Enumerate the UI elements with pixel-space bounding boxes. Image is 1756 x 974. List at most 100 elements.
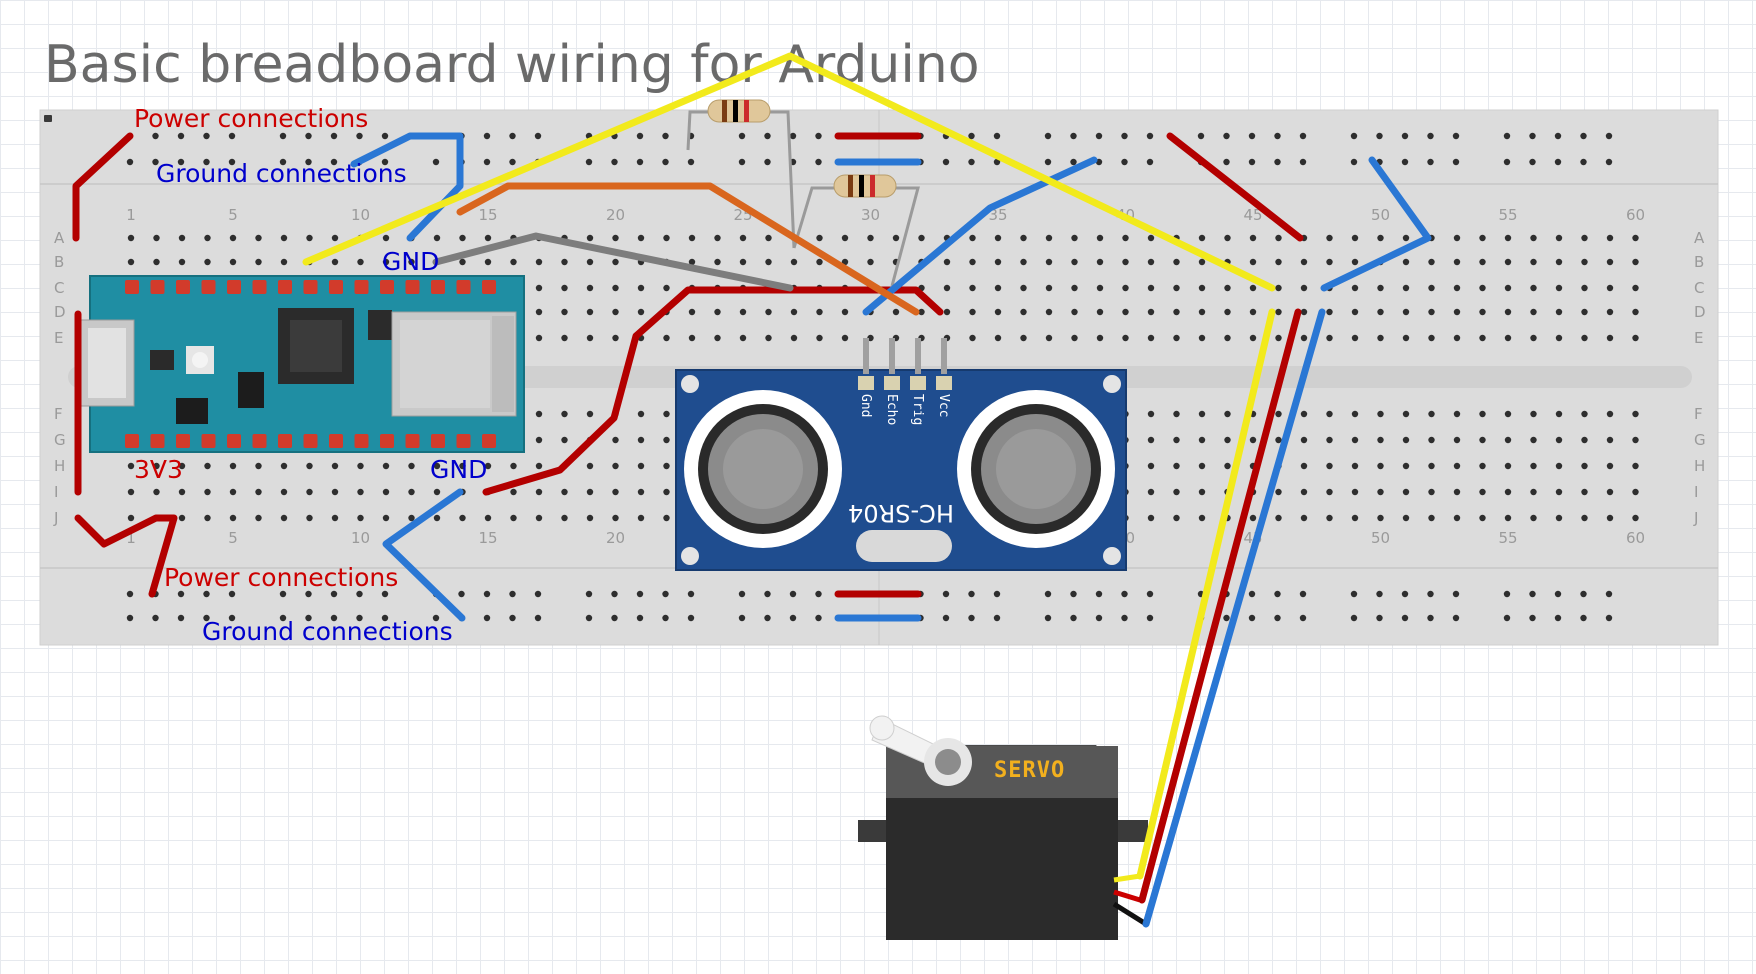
- breadboard-hole: [714, 308, 721, 316]
- breadboard-hole: [561, 284, 568, 292]
- breadboard-hole: [1275, 488, 1282, 496]
- breadboard-hole: [1173, 334, 1180, 342]
- breadboard-hole: [1300, 462, 1308, 470]
- breadboard-hole: [306, 234, 313, 242]
- breadboard-hole: [892, 234, 900, 242]
- breadboard-hole: [1198, 258, 1206, 266]
- nano-pin: [482, 434, 496, 448]
- ground-wire-right-rail: [1320, 156, 1432, 292]
- rail-hole: [1070, 614, 1077, 622]
- rail-hole: [662, 614, 669, 622]
- breadboard-hole: [1555, 334, 1563, 342]
- breadboard-hole: [1224, 462, 1231, 470]
- breadboard-hole: [484, 258, 492, 266]
- column-number: 45: [1243, 206, 1262, 224]
- row-label: I: [1694, 483, 1698, 501]
- breadboard-hole: [1326, 258, 1333, 266]
- rail-hole: [1452, 590, 1460, 598]
- breadboard-hole: [1632, 436, 1639, 444]
- breadboard-hole: [1351, 258, 1359, 266]
- breadboard-hole: [612, 308, 619, 316]
- rail-hole: [636, 158, 644, 166]
- breadboard-hole: [969, 258, 976, 266]
- breadboard-hole: [357, 462, 364, 470]
- breadboard-hole: [1224, 436, 1231, 444]
- rail-hole: [305, 132, 312, 140]
- column-number: 60: [1626, 529, 1645, 547]
- nano-bottom-pins: [125, 434, 496, 448]
- breadboard-hole: [1198, 514, 1206, 522]
- breadboard-hole: [969, 284, 976, 292]
- breadboard-hole: [1453, 410, 1461, 418]
- servo-lead-ground: [1112, 901, 1148, 927]
- rail-hole: [585, 158, 593, 166]
- sensor-pin-lead: [915, 338, 921, 374]
- breadboard-hole: [1275, 410, 1282, 418]
- breadboard-hole: [1045, 258, 1053, 266]
- sensor-pin-pad: [858, 376, 874, 390]
- breadboard-hole: [1581, 234, 1588, 242]
- breadboard-hole: [1555, 234, 1563, 242]
- rail-hole: [534, 614, 542, 622]
- row-label: B: [1694, 253, 1704, 271]
- breadboard-hole: [1249, 234, 1257, 242]
- rail-hole: [228, 590, 236, 598]
- breadboard-hole: [816, 308, 823, 316]
- breadboard-hole: [1606, 334, 1614, 342]
- rail-hole: [1044, 614, 1052, 622]
- breadboard-hole: [1453, 436, 1461, 444]
- rail-hole: [968, 132, 975, 140]
- breadboard-hole: [1020, 334, 1027, 342]
- rail-hole: [1529, 590, 1536, 598]
- breadboard-hole: [1122, 284, 1129, 292]
- breadboard-hole: [790, 258, 798, 266]
- breadboard-hole: [1581, 334, 1588, 342]
- rail-hole: [1529, 132, 1536, 140]
- breadboard-hole: [1530, 308, 1537, 316]
- breadboard-hole: [1351, 488, 1359, 496]
- servo-body: [886, 770, 1118, 940]
- trig-signal-wire: [456, 182, 920, 316]
- breadboard-hole: [229, 258, 237, 266]
- breadboard-hole: [586, 334, 594, 342]
- breadboard-hole: [535, 462, 543, 470]
- mount-hole: [681, 375, 699, 393]
- breadboard-hole: [1581, 488, 1588, 496]
- rail-hole: [1503, 132, 1511, 140]
- echo-signal-wire: [432, 232, 794, 292]
- rail-hole: [1248, 590, 1256, 598]
- breadboard-hole: [229, 234, 237, 242]
- breadboard-hole: [1453, 234, 1461, 242]
- rail-hole: [789, 614, 797, 622]
- breadboard-hole: [153, 258, 160, 266]
- rail-hole: [1299, 614, 1307, 622]
- breadboard-hole: [306, 462, 313, 470]
- breadboard-hole: [1351, 284, 1359, 292]
- rail-hole: [458, 590, 465, 598]
- sensor-pin-lead: [889, 338, 895, 374]
- breadboard-hole: [1300, 308, 1308, 316]
- rail-hole: [356, 132, 363, 140]
- breadboard-hole: [1096, 334, 1104, 342]
- nano-pin: [303, 434, 318, 448]
- breadboard-hole: [1402, 334, 1410, 342]
- crystal: [368, 310, 392, 340]
- breadboard-hole: [535, 284, 543, 292]
- breadboard-hole: [1275, 234, 1282, 242]
- column-number: 35: [988, 206, 1007, 224]
- rail-hole: [1197, 132, 1205, 140]
- gnd-label-top: GND: [382, 247, 439, 276]
- rail-hole: [1044, 158, 1052, 166]
- row-label: H: [54, 457, 65, 475]
- breadboard-hole: [1632, 284, 1639, 292]
- breadboard-hole: [1530, 334, 1537, 342]
- breadboard-hole: [1300, 284, 1308, 292]
- breadboard-hole: [586, 514, 594, 522]
- rail-hole: [687, 158, 695, 166]
- breadboard-hole: [1606, 234, 1614, 242]
- breadboard-hole: [1479, 258, 1486, 266]
- breadboard-hole: [1326, 308, 1333, 316]
- rail-hole: [1427, 614, 1434, 622]
- breadboard-hole: [1377, 462, 1384, 470]
